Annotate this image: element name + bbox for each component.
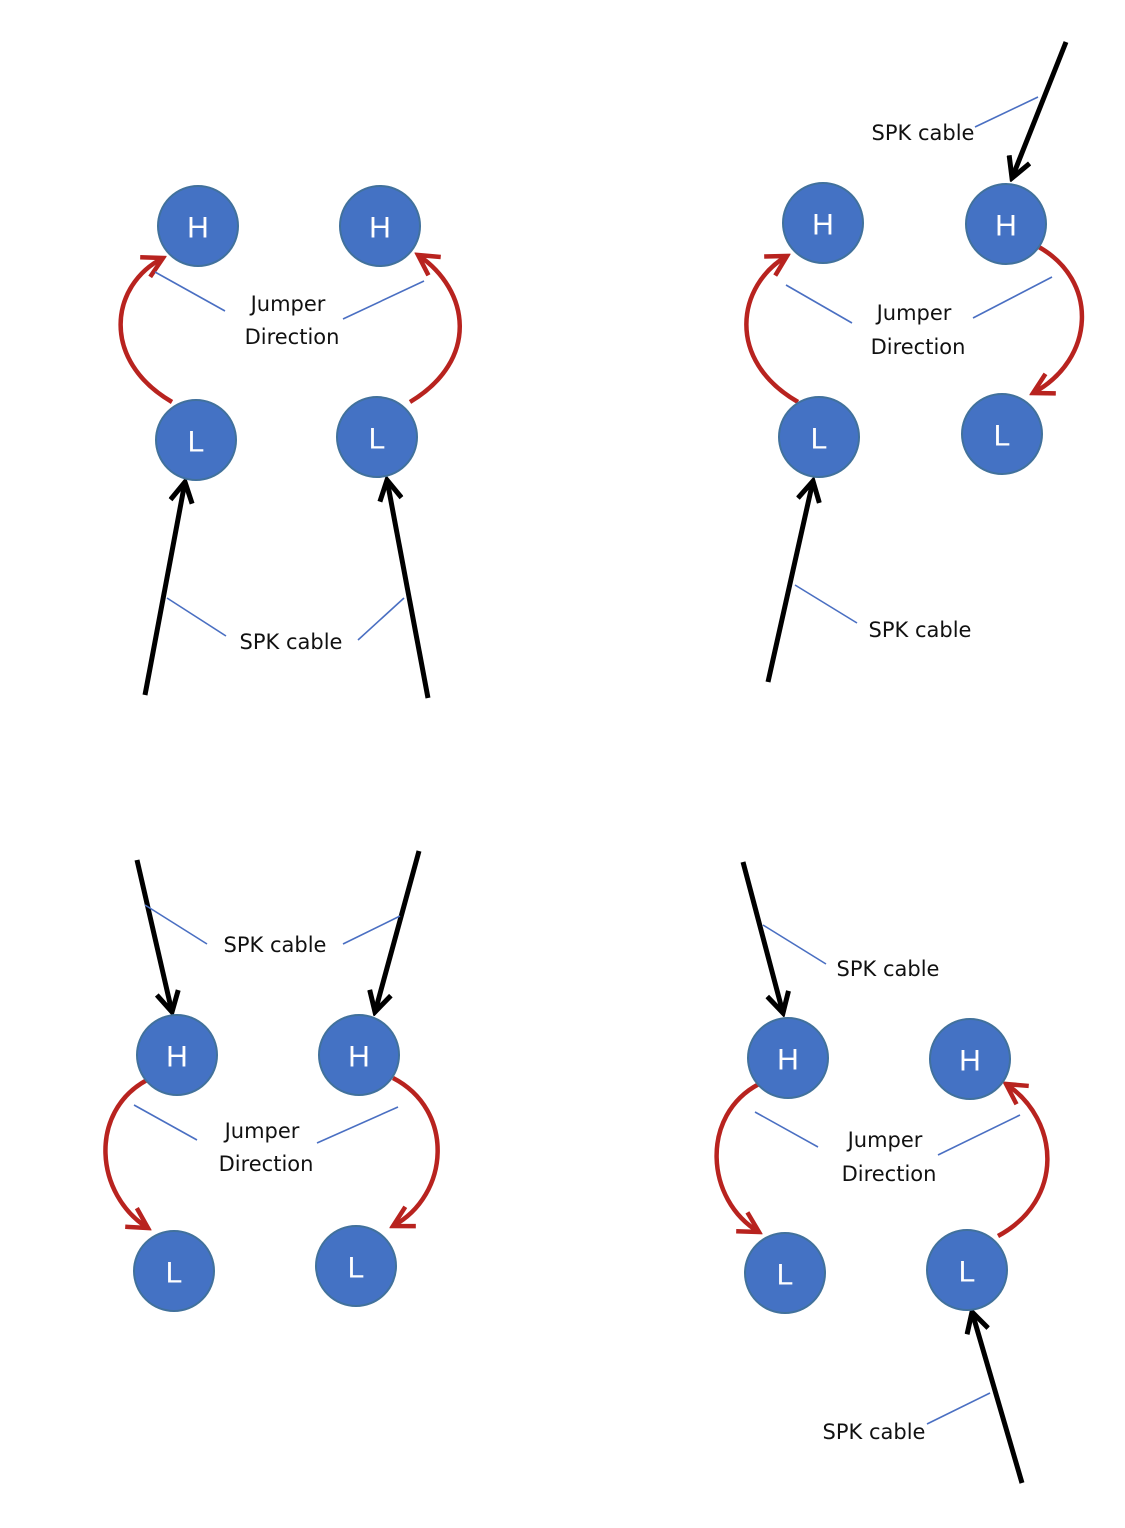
leader-line (154, 271, 226, 312)
terminal-high: H (965, 183, 1047, 265)
leader-line (754, 1111, 819, 1148)
jumper-direction-label: Direction (871, 335, 966, 359)
terminal-label: L (348, 1252, 365, 1285)
terminal-circle (136, 1014, 218, 1096)
leader-line (937, 1114, 1021, 1156)
terminal-label: L (994, 420, 1011, 453)
jumper-arrow (744, 256, 800, 404)
speaker-cable-arrow (387, 480, 431, 699)
terminal-label: H (959, 1045, 981, 1078)
terminal-low: L (133, 1230, 215, 1312)
terminal-circle (961, 393, 1043, 475)
terminal-circle (929, 1018, 1011, 1100)
jumper-arrow (408, 255, 462, 404)
leader-line (974, 96, 1039, 128)
leader-line (762, 924, 827, 965)
diagram-bottom-right: H H L L SPK cable Jumper Direction SPK c… (714, 861, 1050, 1484)
terminal-high: H (782, 182, 864, 264)
jumper-arrow (996, 1084, 1050, 1238)
terminal-high: H (339, 185, 421, 267)
terminal-circle (318, 1014, 400, 1096)
terminal-low: L (926, 1229, 1008, 1311)
speaker-cable-label: SPK cable (240, 630, 343, 654)
speaker-cable-arrow (972, 1312, 1025, 1484)
leader-line (785, 284, 853, 324)
terminal-label: L (369, 423, 386, 456)
terminal-circle (339, 185, 421, 267)
terminal-label: L (811, 423, 828, 456)
speaker-cable-arrow (765, 481, 813, 683)
jumper-arrow (714, 1082, 759, 1232)
speaker-cable-label: SPK cable (837, 957, 940, 981)
terminal-circle (965, 183, 1047, 265)
terminal-low: L (315, 1225, 397, 1307)
terminal-label: H (166, 1041, 188, 1074)
speaker-cable-label: SPK cable (224, 933, 327, 957)
terminal-circle (336, 396, 418, 478)
terminal-high: H (136, 1014, 218, 1096)
jumper-direction-label: Jumper (875, 301, 952, 325)
leader-line (166, 597, 227, 637)
leader-line (926, 1392, 991, 1425)
terminal-circle (782, 182, 864, 264)
terminal-circle (133, 1230, 215, 1312)
terminal-high: H (929, 1018, 1011, 1100)
terminal-high: H (747, 1017, 829, 1099)
terminal-label: H (777, 1044, 799, 1077)
speaker-cable-arrow (142, 482, 185, 696)
diagram-bottom-left: H H L L SPK cable Jumper Direction (103, 850, 440, 1312)
speaker-cable-label: SPK cable (823, 1420, 926, 1444)
speaker-cable-label: SPK cable (869, 618, 972, 642)
jumper-direction-label: Jumper (846, 1128, 923, 1152)
terminal-circle (744, 1232, 826, 1314)
speaker-cable-arrow (375, 850, 422, 1012)
jumper-arrow (103, 1078, 148, 1228)
jumper-direction-label: Direction (842, 1162, 937, 1186)
terminal-label: H (369, 212, 391, 245)
jumper-arrow (118, 258, 174, 404)
leader-line (794, 584, 858, 624)
speaker-cable-arrow (1012, 41, 1069, 178)
terminal-label: H (812, 209, 834, 242)
jumper-direction-label: Direction (219, 1152, 314, 1176)
terminal-high: H (157, 185, 239, 267)
speaker-cable-arrow (740, 861, 783, 1013)
leader-line (133, 1104, 198, 1141)
terminal-high: H (318, 1014, 400, 1096)
jumper-arrow (393, 1076, 440, 1226)
terminal-label: H (348, 1041, 370, 1074)
jumper-arrow (1033, 244, 1085, 393)
leader-line (144, 904, 208, 945)
terminal-circle (157, 185, 239, 267)
jumper-direction-label: Jumper (249, 292, 326, 316)
speaker-cable-arrow (134, 859, 172, 1012)
terminal-low: L (961, 393, 1043, 475)
leader-line (342, 280, 425, 320)
terminal-label: L (166, 1257, 183, 1290)
terminal-label: H (995, 210, 1017, 243)
terminal-circle (926, 1229, 1008, 1311)
terminal-label: L (188, 426, 205, 459)
speaker-cable-label: SPK cable (872, 121, 975, 145)
terminal-label: L (777, 1259, 794, 1292)
leader-line (972, 276, 1053, 319)
terminal-label: L (959, 1256, 976, 1289)
jumper-direction-label: Jumper (223, 1119, 300, 1143)
terminal-low: L (336, 396, 418, 478)
terminal-circle (315, 1225, 397, 1307)
leader-line (316, 1106, 399, 1144)
terminal-low: L (778, 396, 860, 478)
terminal-low: L (155, 399, 237, 481)
diagram-top-right: H H L L SPK cable Jumper Direction SPK c… (744, 41, 1085, 683)
terminal-circle (155, 399, 237, 481)
leader-line (342, 915, 401, 945)
terminal-circle (747, 1017, 829, 1099)
terminal-low: L (744, 1232, 826, 1314)
diagram-top-left: H H L L Jumper Direction SPK cable (118, 185, 462, 699)
jumper-direction-label: Direction (245, 325, 340, 349)
terminal-label: H (187, 212, 209, 245)
terminal-circle (778, 396, 860, 478)
leader-line (357, 597, 405, 641)
